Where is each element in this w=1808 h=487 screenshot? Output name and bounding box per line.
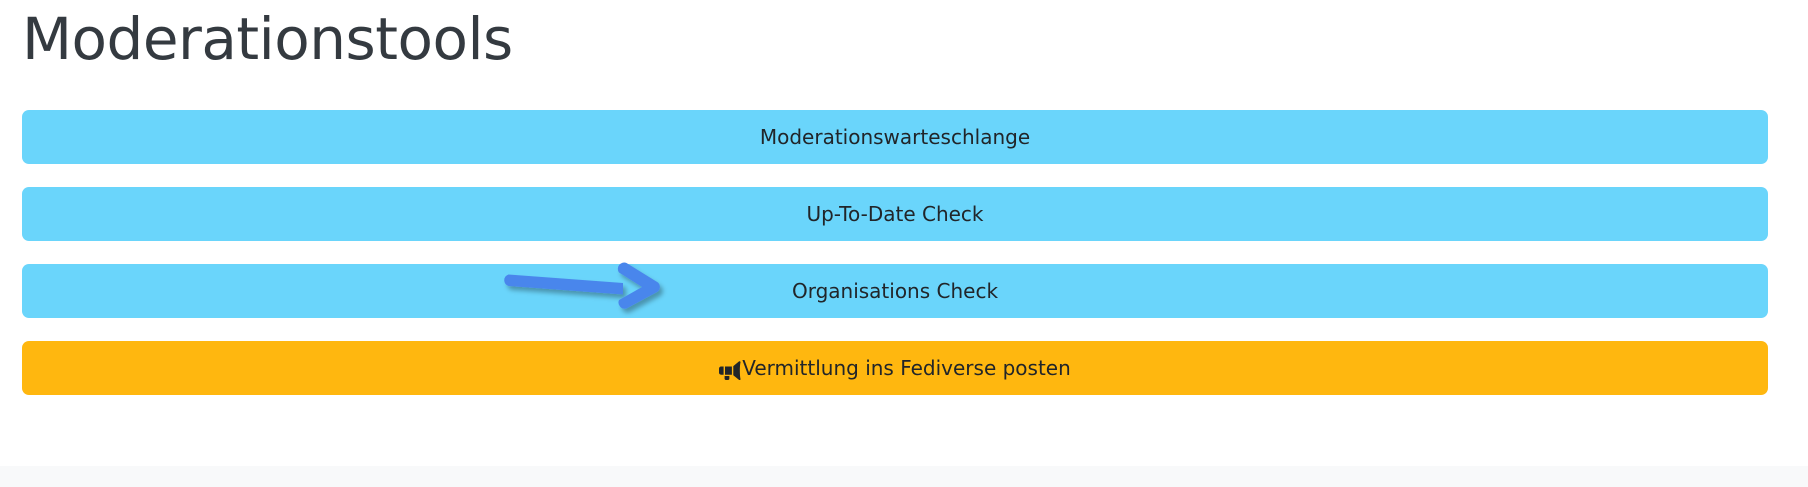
button-content: Organisations Check (792, 264, 998, 318)
page-title: Moderationstools (22, 5, 513, 73)
moderation-queue-button[interactable]: Moderationswarteschlange (22, 110, 1768, 164)
button-content: Vermittlung ins Fediverse posten (719, 341, 1071, 395)
button-label: Vermittlung ins Fediverse posten (742, 356, 1071, 380)
button-content: Up-To-Date Check (806, 187, 983, 241)
button-label: Up-To-Date Check (806, 202, 984, 226)
button-label: Moderationswarteschlange (759, 125, 1031, 149)
button-content: Moderationswarteschlange (760, 110, 1030, 164)
organisations-check-button[interactable]: Organisations Check (22, 264, 1768, 318)
button-label: Organisations Check (791, 279, 999, 303)
footer-bar (0, 466, 1808, 487)
tool-buttons-list: Moderationswarteschlange Up-To-Date Chec… (22, 110, 1768, 395)
post-to-fediverse-button[interactable]: Vermittlung ins Fediverse posten (22, 341, 1768, 395)
megaphone-icon (719, 360, 741, 380)
up-to-date-check-button[interactable]: Up-To-Date Check (22, 187, 1768, 241)
